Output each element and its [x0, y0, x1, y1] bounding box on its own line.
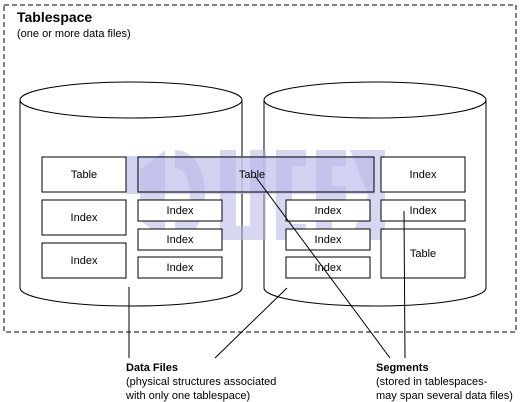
cell-middle-index-3-label: Index: [167, 262, 194, 274]
segments-line-table: [254, 175, 391, 359]
data-files-line1: (physical structures associated: [126, 376, 276, 388]
cell-right-index-2: [285, 228, 371, 251]
right-cells: Index Index Index: [285, 199, 371, 279]
cell-right-index-1-label: Index: [315, 205, 342, 217]
tablespace-subtitle: (one or more data files): [17, 28, 131, 40]
cell-middle-index-3: [137, 256, 223, 279]
segments-line-index: [403, 210, 406, 359]
cell-left-table: [41, 156, 127, 193]
cell-left-index-2-label: Index: [71, 255, 98, 267]
cell-right-index-1: [285, 199, 371, 222]
cell-middle-table-label: Table: [239, 169, 265, 181]
segments-heading: Segments: [376, 362, 429, 374]
cell-right-index-2-label: Index: [315, 234, 342, 246]
tablespace-title: Tablespace: [17, 9, 92, 25]
cell-far-right-index-2: [380, 199, 466, 222]
cell-left-table-label: Table: [71, 169, 97, 181]
callout-lines: [128, 175, 406, 359]
cell-left-index-1: [41, 199, 127, 236]
cell-far-right-table-label: Table: [410, 248, 436, 260]
cell-right-index-3-label: Index: [315, 262, 342, 274]
far-right-cells: Index Index Table: [380, 156, 466, 279]
segments-line1: (stored in tablespaces-: [376, 376, 488, 388]
left-cells: Table Index Index: [41, 156, 127, 279]
cell-far-right-table: [380, 228, 466, 279]
data-files-line-right: [214, 287, 288, 359]
data-files-line2: with only one tablespace): [125, 390, 250, 402]
cell-left-index-2: [41, 242, 127, 279]
data-files-heading: Data Files: [126, 362, 178, 374]
tablespace-boundary: [3, 4, 517, 333]
cell-far-right-index-1: [380, 156, 466, 193]
cell-middle-index-1: [137, 199, 223, 222]
cell-middle-index-2-label: Index: [167, 234, 194, 246]
cell-right-index-3: [285, 256, 371, 279]
cell-middle-table: [137, 156, 375, 193]
segments-line2: may span several data files): [376, 390, 513, 402]
cell-middle-index-1-label: Index: [167, 205, 194, 217]
cell-left-index-1-label: Index: [71, 212, 98, 224]
cell-far-right-index-1-label: Index: [410, 169, 437, 181]
middle-cells: Index Index Index: [137, 199, 223, 279]
cell-far-right-index-2-label: Index: [410, 205, 437, 217]
cell-middle-index-2: [137, 228, 223, 251]
